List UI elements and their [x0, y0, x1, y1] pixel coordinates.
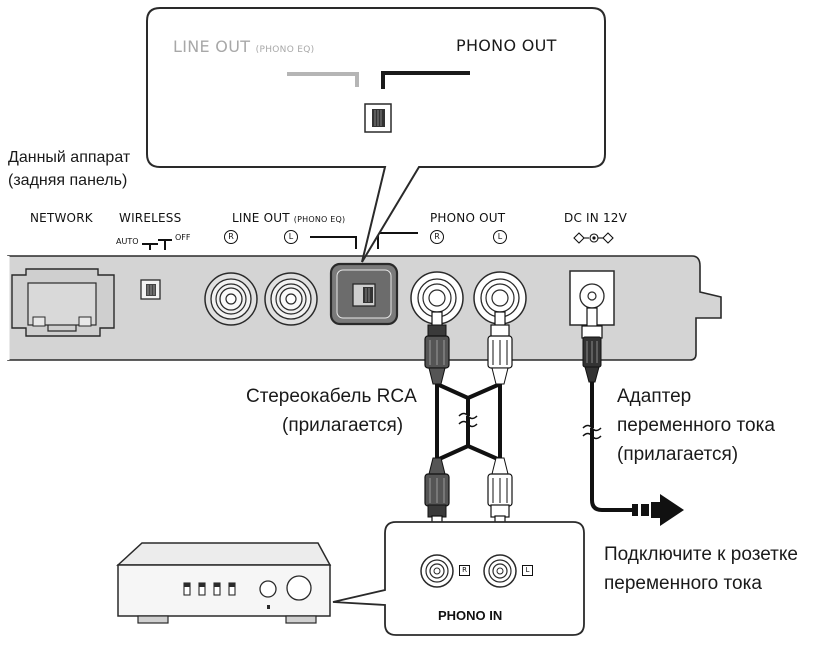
unit-label-line1: Данный аппарат [8, 149, 131, 166]
wireless-off-label: OFF [175, 233, 191, 242]
cable-label-line2: (прилагается) [282, 415, 404, 436]
amplifier-device [116, 542, 332, 624]
zoom-line-out-sub: (PHONO EQ) [255, 45, 315, 55]
phono-in-jack-l [483, 554, 517, 588]
phono-in-r-mark: R [459, 565, 470, 576]
cable-label-line1: Стереокабель RCA [246, 386, 417, 407]
wireless-label: WIRELESS [119, 211, 182, 225]
adapter-label-line2: переменного тока [617, 415, 775, 436]
phono-in-l-mark: L [522, 565, 533, 576]
phono-eq-switch [329, 262, 399, 326]
zoom-switch-indicator [287, 71, 470, 133]
network-label: NETWORK [30, 211, 93, 225]
phono-in-label: PHONO IN [438, 608, 503, 623]
phono-in-jack-r [420, 554, 454, 588]
phono-in-callout [332, 521, 585, 636]
wireless-auto-label: AUTO [116, 237, 139, 246]
rca-plug-upper-r [424, 311, 450, 385]
line-out-l-mark: L [284, 230, 298, 244]
adapter-label-line1: Адаптер [617, 386, 692, 407]
power-adapter-cable [581, 307, 632, 512]
rca-plug-upper-l [487, 311, 513, 385]
outlet-label-line2: переменного тока [604, 573, 762, 594]
zoom-line-out-label: LINE OUT (PHONO EQ) [173, 37, 314, 56]
wireless-switch [140, 279, 161, 300]
zoom-phono-out-label: PHONO OUT [456, 36, 557, 55]
panel-line-out-sub: (PHONO EQ) [293, 215, 346, 224]
panel-line-out-main: LINE OUT [232, 211, 290, 225]
panel-phono-out-label: PHONO OUT [430, 211, 506, 225]
outlet-label-line1: Подключите к розетке [604, 544, 798, 565]
line-out-r-mark: R [224, 230, 238, 244]
unit-label-line2: (задняя панель) [8, 172, 128, 189]
line-out-jack-r [204, 272, 258, 326]
adapter-label-line3: (прилагается) [617, 444, 739, 465]
phono-out-r-mark: R [430, 230, 444, 244]
line-out-jack-l [264, 272, 318, 326]
phono-out-l-mark: L [493, 230, 507, 244]
zoom-callout [146, 7, 606, 263]
zoom-line-out-main: LINE OUT [173, 37, 251, 56]
phono-out-jack-r [410, 271, 464, 325]
network-port [11, 268, 115, 337]
rca-cable [435, 380, 502, 462]
panel-dc-in-label: DC IN 12V [564, 211, 628, 225]
panel-line-out-label: LINE OUT (PHONO EQ) [232, 211, 345, 225]
outlet-arrow-icon [632, 494, 684, 526]
